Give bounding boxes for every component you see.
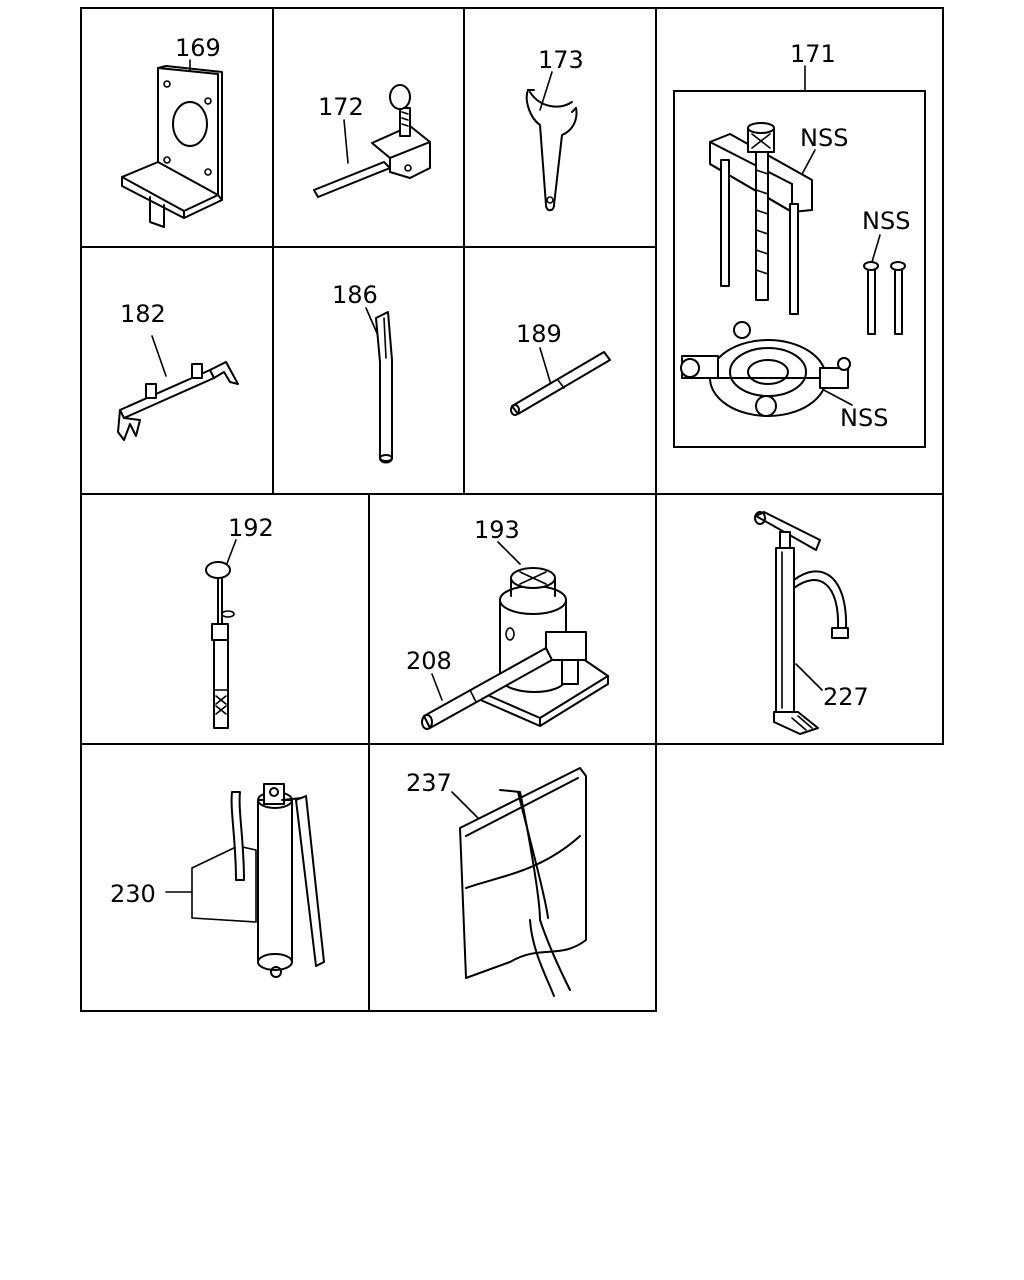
- callout-173: 173: [538, 46, 584, 74]
- part-192-pump: 192: [205, 514, 274, 729]
- part-169-bracket: 169: [121, 34, 223, 228]
- part-171-puller: 171 NSS NSS NSS: [680, 40, 910, 432]
- callout-192: 192: [228, 514, 274, 542]
- callout-208: 208: [406, 647, 452, 675]
- callout-182: 182: [120, 300, 166, 328]
- part-172-holder: 172: [313, 84, 431, 198]
- part-189-pin: 189: [510, 320, 611, 416]
- callout-237: 237: [406, 769, 452, 797]
- callout-186: 186: [332, 281, 378, 309]
- callout-227: 227: [823, 683, 869, 711]
- callout-169: 169: [175, 34, 221, 62]
- part-227-airpump: 227: [754, 511, 869, 735]
- nss-label-3: NSS: [840, 404, 888, 432]
- nss-label-2: NSS: [862, 207, 910, 235]
- callout-230: 230: [110, 880, 156, 908]
- nss-label-1: NSS: [800, 124, 848, 152]
- callout-171: 171: [790, 40, 836, 68]
- part-237-cover: 237: [406, 767, 587, 997]
- callout-189: 189: [516, 320, 562, 348]
- callout-193: 193: [474, 516, 520, 544]
- part-182-strap: 182: [117, 300, 239, 441]
- part-186-chisel: 186: [332, 281, 393, 464]
- grid-lines: [80, 7, 944, 1012]
- callout-172: 172: [318, 93, 364, 121]
- part-173-wrench: 173: [525, 46, 584, 212]
- part-193-jack: 193 208: [406, 516, 609, 730]
- part-230-greasegun: 230: [110, 783, 325, 978]
